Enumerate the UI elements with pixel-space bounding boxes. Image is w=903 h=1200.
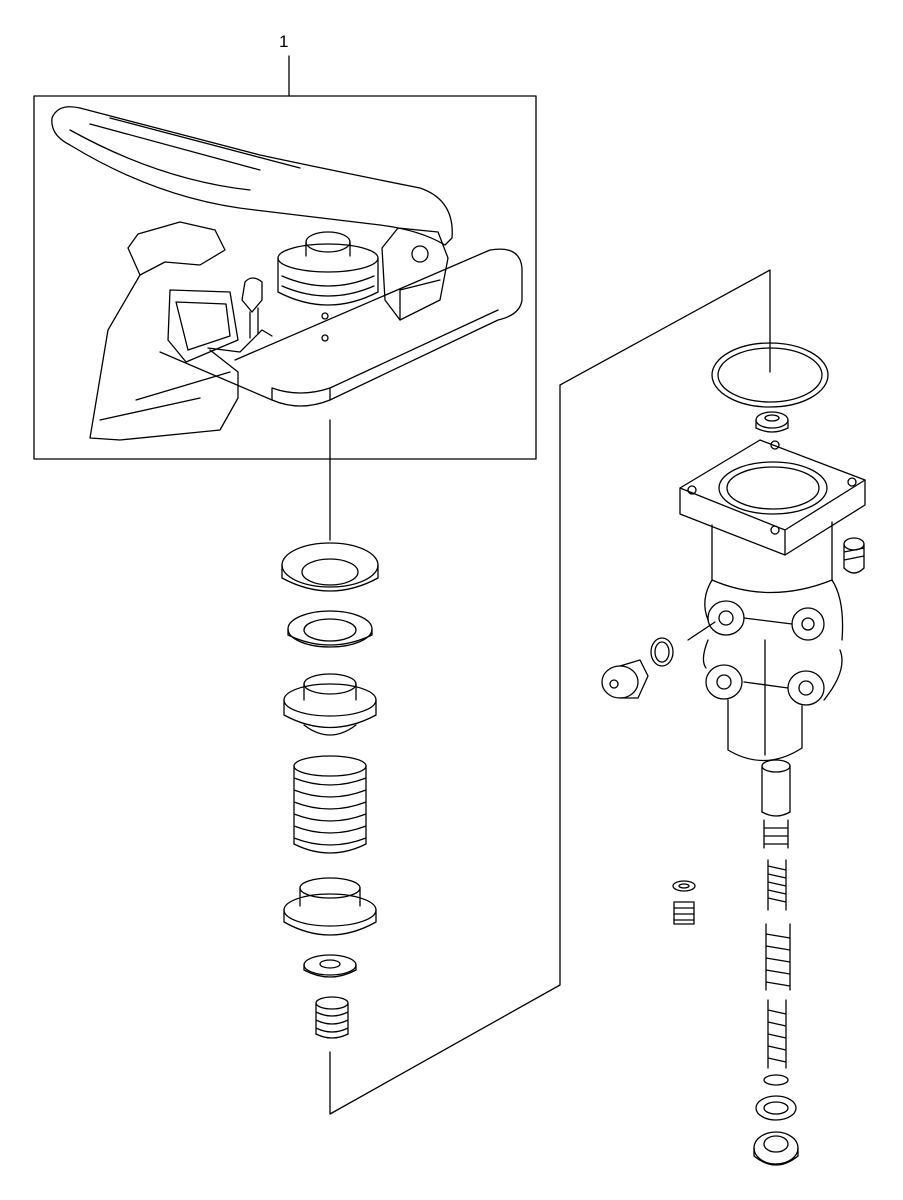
plug-o-ring — [651, 638, 673, 666]
washer — [288, 611, 372, 647]
plug-link-leader — [688, 622, 715, 640]
foot-pedal-assembly — [52, 107, 522, 440]
small-washer — [304, 955, 356, 977]
valve-housing — [680, 440, 865, 761]
assembly-link-leader — [330, 270, 770, 1114]
nut — [756, 412, 788, 432]
small-spring — [316, 997, 348, 1038]
callout-label-1: 1 — [279, 32, 289, 51]
piston-spring — [294, 756, 366, 853]
plug — [602, 660, 648, 698]
o-ring — [712, 343, 828, 407]
valve-stem — [762, 760, 790, 848]
lower-piston — [284, 878, 376, 935]
pedal-assembly-frame — [34, 96, 536, 459]
mounting-screw — [844, 538, 864, 573]
sealing-ring — [282, 543, 378, 591]
piston — [284, 674, 376, 735]
bleed-screw — [673, 881, 695, 924]
retaining-ring — [754, 1075, 798, 1165]
valve-spring — [766, 860, 790, 1068]
